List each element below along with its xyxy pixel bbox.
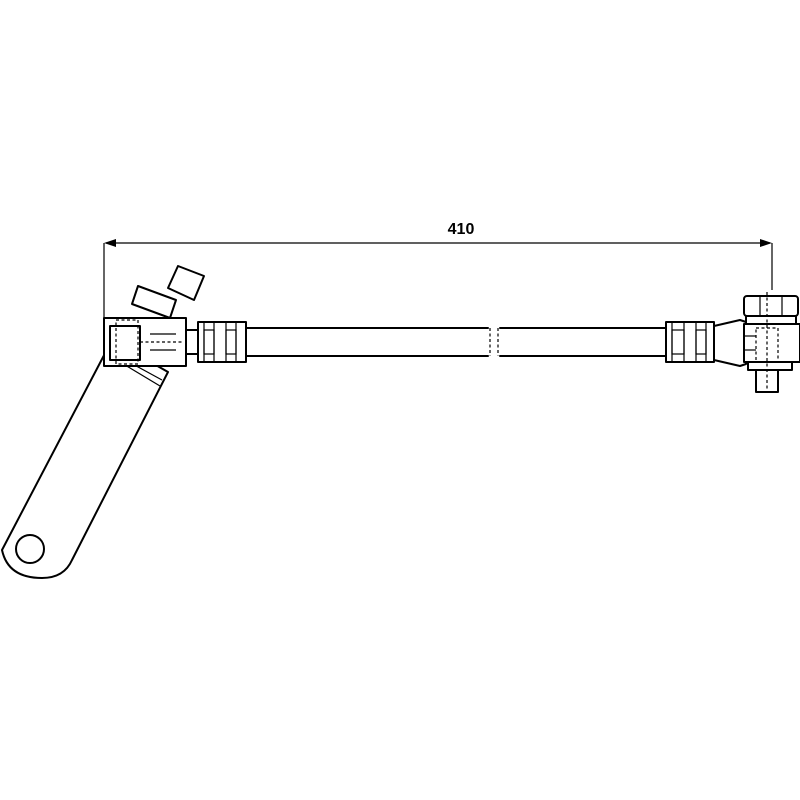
left-fitting <box>103 265 205 367</box>
right-banjo-body <box>743 323 800 363</box>
right-fitting <box>713 292 800 393</box>
right-hex-nut <box>743 295 799 317</box>
left-crimp-inner-1 <box>203 329 215 355</box>
dimension-label: 410 <box>448 221 475 238</box>
right-lower-washer <box>747 361 793 371</box>
right-washer <box>745 315 797 325</box>
left-fitting-hex-collar <box>131 285 177 319</box>
left-ferrule <box>197 321 247 363</box>
left-ferrule-body <box>197 321 247 363</box>
left-arrowhead <box>104 239 116 247</box>
left-fitting-port <box>109 325 141 361</box>
right-ferrule <box>665 321 715 363</box>
left-crimp-inner-2 <box>225 329 237 355</box>
left-bleed-nipple <box>167 265 205 301</box>
right-fitting-neck <box>713 319 747 367</box>
right-ferrule-body <box>665 321 715 363</box>
right-crimp-inner-1 <box>671 329 685 355</box>
left-internal-bore <box>115 319 139 365</box>
bracket-arm <box>1 339 169 579</box>
right-crimp-inner-2 <box>695 329 707 355</box>
hose <box>245 327 667 357</box>
bracket-eye-hole <box>15 534 45 564</box>
dimension-group: 410 <box>103 221 773 318</box>
right-arrowhead <box>760 239 772 247</box>
mounting-bracket <box>1 339 169 579</box>
